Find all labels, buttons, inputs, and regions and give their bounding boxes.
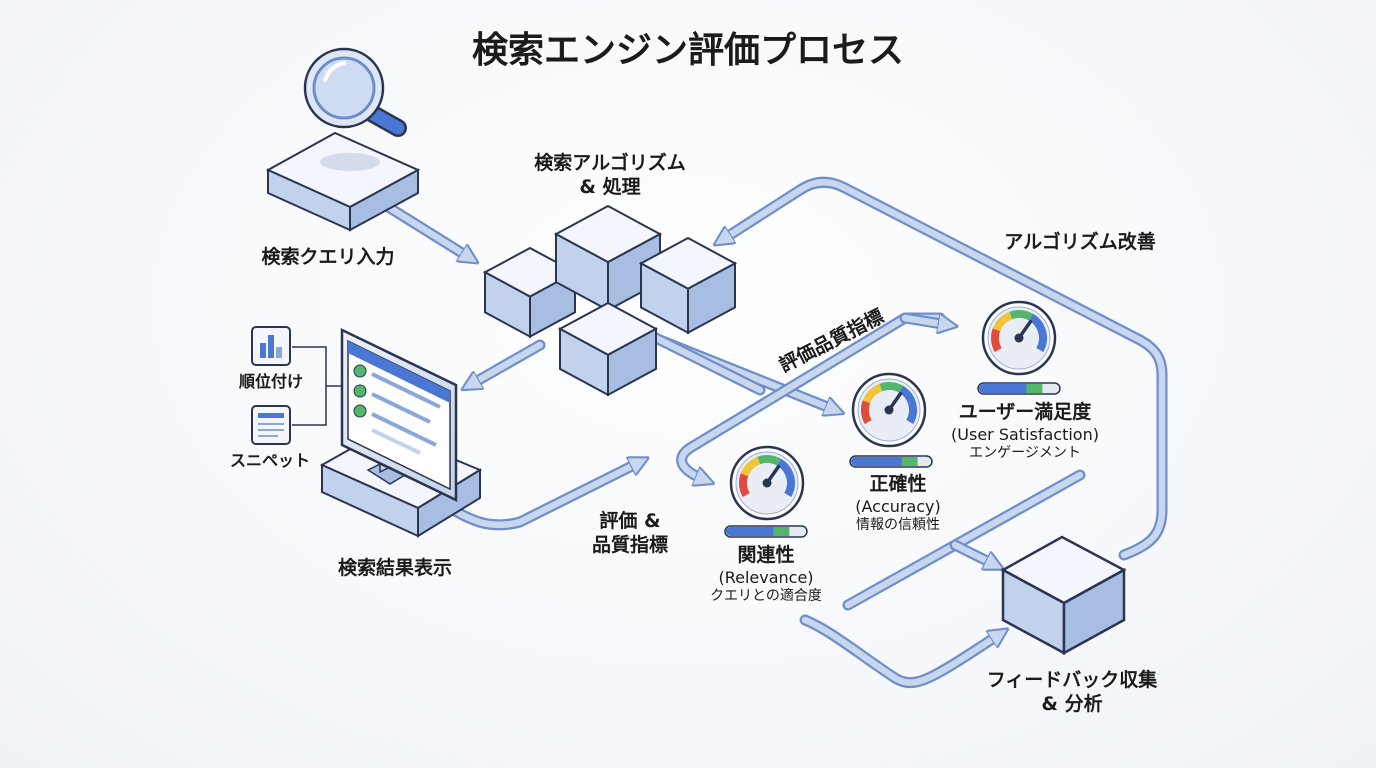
gauge-satisfaction <box>977 300 1061 395</box>
eval-metrics-label-line1: 評価 & <box>599 510 661 532</box>
metric-satisfaction-name: ユーザー満足度 <box>958 401 1092 423</box>
metric-satisfaction-desc: エンゲージメント <box>969 444 1081 461</box>
metric-relevance-name: 関連性 <box>737 544 795 566</box>
eval-metrics-label-line2: 品質指標 <box>591 533 668 556</box>
feedback-label: フィードバック収集 & 分析 <box>962 669 1182 717</box>
flow-algorithm-to-results <box>470 339 546 385</box>
metric-accuracy-desc: 情報の信頼性 <box>856 516 940 533</box>
magnifier-icon <box>303 47 407 137</box>
feedback-cube <box>1000 535 1127 656</box>
results-monitor <box>319 328 483 538</box>
metric-satisfaction-label: ユーザー満足度 (User Satisfaction) エンゲージメント <box>920 401 1130 462</box>
metric-relevance-desc: クエリとの適合度 <box>710 587 822 604</box>
flow-metrics-to-satisfaction <box>899 312 948 325</box>
cube-bottom <box>557 301 659 397</box>
flow-to-feedback-cube <box>949 539 995 565</box>
algorithm-label-line1: 検索アルゴリズム <box>534 152 686 174</box>
document-icon <box>251 405 291 445</box>
metric-accuracy-en: (Accuracy) <box>855 496 941 516</box>
feedback-label-line1: フィードバック収集 <box>986 669 1158 691</box>
bar-chart-icon <box>251 326 291 366</box>
side-connectors <box>292 346 342 426</box>
flow-metrics-to-relevance <box>676 312 946 480</box>
algorithm-improvement-label: アルゴリズム改善 <box>1004 231 1156 253</box>
ranking-label: 順位付け <box>238 372 303 391</box>
query-input-block <box>265 131 421 232</box>
algorithm-label-line2: & 処理 <box>579 175 641 198</box>
diagram-title: 検索エンジン評価プロセス <box>471 30 904 71</box>
cube-right <box>638 236 738 335</box>
cube-top <box>553 204 663 312</box>
gauge-relevance <box>724 445 808 538</box>
eval-metrics-label: 評価 & 品質指標 <box>570 510 690 558</box>
metric-relevance-label: 関連性 (Relevance) クエリとの適合度 <box>686 544 846 605</box>
results-display-label: 検索結果表示 <box>337 557 452 579</box>
query-input-label: 検索クエリ入力 <box>261 246 395 268</box>
gauge-accuracy <box>849 372 933 468</box>
metric-accuracy-name: 正確性 <box>869 473 927 495</box>
flow-metric-line-to-cluster <box>634 324 766 396</box>
metric-satisfaction-en: (User Satisfaction) <box>951 424 1099 444</box>
feedback-label-line2: & 分析 <box>1041 692 1103 715</box>
flow-feedback-to-algorithm <box>722 176 1168 561</box>
metric-accuracy-label: 正確性 (Accuracy) 情報の信頼性 <box>818 473 978 534</box>
flow-accuracy-down <box>842 469 1086 611</box>
metric-gauges <box>724 300 1061 538</box>
flow-query-to-algorithm <box>376 197 470 258</box>
snippet-label: スニペット <box>229 451 310 470</box>
metric-relevance-en: (Relevance) <box>718 567 814 587</box>
flow-relevance-to-feedback <box>799 614 1000 689</box>
algorithm-cubes <box>482 204 738 397</box>
algorithm-label: 検索アルゴリズム & 処理 <box>495 152 725 200</box>
cube-left <box>482 246 578 339</box>
